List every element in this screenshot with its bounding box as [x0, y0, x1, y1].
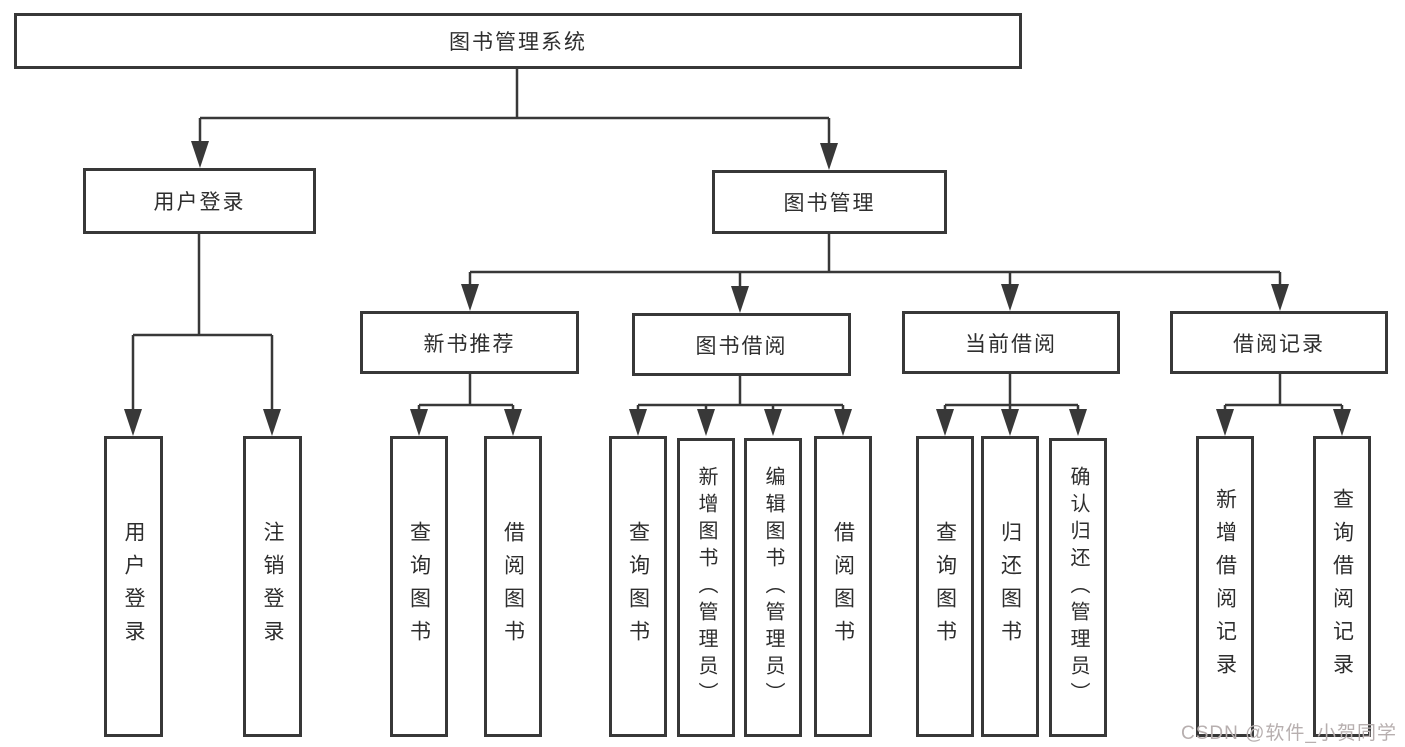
- node-label: 确认归还（管理员）: [1067, 466, 1089, 709]
- node-current-borrow: 当前借阅: [902, 311, 1120, 374]
- node-label: 新增图书（管理员）: [695, 466, 717, 709]
- node-label: 查询图书: [933, 520, 957, 653]
- node-leaf-query-borrow-record: 查询借阅记录: [1313, 436, 1371, 737]
- node-leaf-borrow-books-2: 借阅图书: [814, 436, 872, 737]
- node-label: 用户登录: [122, 520, 145, 653]
- node-label: 借阅图书: [831, 520, 855, 653]
- node-label: 新书推荐: [423, 332, 516, 356]
- node-label: 查询图书: [407, 520, 431, 653]
- csdn-watermark: CSDN @软件_小贺同学: [1181, 723, 1397, 744]
- node-label: 编辑图书（管理员）: [762, 466, 784, 709]
- node-label: 借阅记录: [1233, 332, 1325, 356]
- node-leaf-return-book: 归还图书: [981, 436, 1039, 737]
- node-leaf-add-borrow-record: 新增借阅记录: [1196, 436, 1254, 737]
- node-root-library-system: 图书管理系统: [14, 13, 1022, 69]
- node-leaf-edit-book-admin: 编辑图书（管理员）: [744, 438, 802, 737]
- node-label: 归还图书: [998, 520, 1022, 653]
- node-label: 图书借阅: [695, 334, 788, 358]
- node-user-login: 用户登录: [83, 168, 316, 234]
- node-leaf-query-books-1: 查询图书: [390, 436, 448, 737]
- node-label: 查询图书: [626, 520, 650, 653]
- node-leaf-borrow-books-1: 借阅图书: [484, 436, 542, 737]
- node-leaf-add-book-admin: 新增图书（管理员）: [677, 438, 735, 737]
- node-label: 图书管理: [783, 192, 876, 215]
- node-label: 图书管理系统: [449, 31, 587, 54]
- node-book-management: 图书管理: [712, 170, 947, 234]
- node-leaf-confirm-return-admin: 确认归还（管理员）: [1049, 438, 1107, 737]
- node-borrow-record: 借阅记录: [1170, 311, 1388, 374]
- node-label: 借阅图书: [501, 520, 525, 653]
- node-new-book-recommend: 新书推荐: [360, 311, 579, 374]
- node-label: 注销登录: [261, 520, 284, 653]
- node-leaf-logout: 注销登录: [243, 436, 302, 737]
- node-leaf-user-login: 用户登录: [104, 436, 163, 737]
- node-leaf-query-books-3: 查询图书: [916, 436, 974, 737]
- node-leaf-query-books-2: 查询图书: [609, 436, 667, 737]
- node-label: 用户登录: [153, 191, 246, 214]
- node-label: 查询借阅记录: [1330, 487, 1354, 686]
- node-book-borrow: 图书借阅: [632, 313, 851, 376]
- node-label: 新增借阅记录: [1213, 487, 1237, 686]
- node-label: 当前借阅: [965, 332, 1057, 356]
